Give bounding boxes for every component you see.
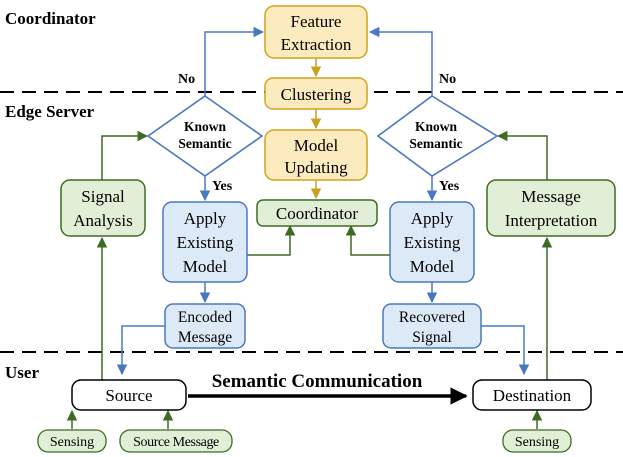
apply-existing-model-right-node: Apply Existing Model	[389, 201, 475, 283]
known-semantic-right-node: Known Semantic	[376, 95, 499, 177]
feature-extraction-line1: Feature	[291, 12, 342, 31]
recovered-signal-node: Recovered Signal	[382, 303, 482, 349]
message-interpretation-line1: Message	[521, 187, 580, 206]
arrow-encoded-to-source	[116, 325, 165, 376]
sensing-left-label: Sensing	[50, 435, 94, 450]
model-updating-line1: Model	[294, 136, 339, 155]
coordinator-label: Coordinator	[276, 204, 358, 223]
destination-label: Destination	[493, 386, 572, 405]
sensing-right-node: Sensing	[502, 429, 572, 453]
label-semantic-communication: Semantic Communication	[212, 371, 423, 392]
feature-extraction-node: Feature Extraction	[264, 5, 368, 59]
arrow-signal-to-known	[101, 130, 149, 180]
model-updating-node: Model Updating	[264, 129, 368, 181]
signal-analysis-line2: Analysis	[73, 211, 133, 230]
known-semantic-left-node: Known Semantic	[146, 95, 264, 177]
source-message-node: Source Message	[119, 429, 233, 453]
arrow-interp-to-known	[496, 130, 548, 180]
encoded-message-node: Encoded Message	[164, 303, 246, 349]
known-semantic-left-line2: Semantic	[178, 136, 231, 151]
arrow-right-no	[368, 26, 433, 96]
arrow-left-no	[204, 26, 265, 96]
layer-label-user: User	[5, 363, 39, 382]
label-no-left: No	[178, 72, 195, 87]
known-semantic-right-line2: Semantic	[409, 136, 462, 151]
message-interpretation-node: Message Interpretation	[486, 179, 616, 237]
message-interpretation-line2: Interpretation	[505, 211, 598, 230]
apply-existing-model-left-node: Apply Existing Model	[162, 201, 248, 283]
apply-left-line2: Existing	[177, 233, 234, 252]
apply-right-line2: Existing	[404, 233, 461, 252]
signal-analysis-line1: Signal	[81, 187, 125, 206]
source-message-label: Source Message	[133, 435, 219, 450]
label-yes-right: Yes	[439, 179, 460, 194]
clustering-label: Clustering	[281, 85, 352, 104]
layer-label-edge-server: Edge Server	[5, 102, 95, 121]
arrow-apply-right-to-coordinator	[345, 224, 390, 256]
label-yes-left: Yes	[212, 179, 233, 194]
known-semantic-left-line1: Known	[184, 119, 227, 134]
apply-left-line3: Model	[183, 257, 228, 276]
feature-extraction-line2: Extraction	[281, 35, 352, 54]
apply-right-line3: Model	[410, 257, 455, 276]
known-semantic-right-line1: Known	[415, 119, 458, 134]
source-label: Source	[105, 386, 152, 405]
signal-analysis-node: Signal Analysis	[60, 179, 146, 237]
apply-right-line1: Apply	[411, 209, 454, 228]
coordinator-node: Coordinator	[256, 199, 378, 227]
recovered-signal-line1: Recovered	[399, 309, 466, 326]
clustering-node: Clustering	[264, 77, 368, 110]
source-node: Source	[71, 379, 187, 411]
sensing-right-label: Sensing	[515, 435, 559, 450]
destination-node: Destination	[472, 379, 592, 411]
recovered-signal-line2: Signal	[412, 329, 452, 346]
encoded-message-line2: Message	[178, 329, 232, 346]
layer-label-coordinator: Coordinator	[5, 9, 96, 28]
arrow-apply-left-to-coordinator	[247, 224, 296, 256]
apply-left-line1: Apply	[184, 209, 227, 228]
sensing-left-node: Sensing	[37, 429, 107, 453]
encoded-message-line1: Encoded	[178, 309, 232, 326]
label-no-right: No	[439, 72, 456, 87]
arrow-recovered-to-destination	[481, 325, 530, 376]
model-updating-line2: Updating	[284, 158, 348, 177]
